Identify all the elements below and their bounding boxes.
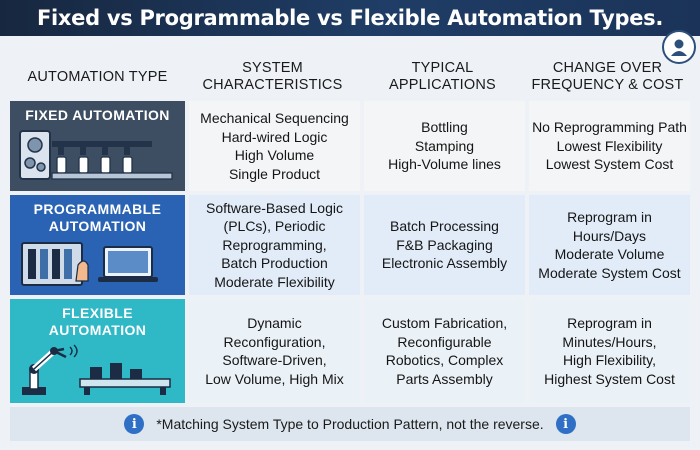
user-icon — [662, 30, 696, 64]
row-label-programmable: PROGRAMMABLE AUTOMATION — [10, 195, 185, 295]
header-automation-type: AUTOMATION TYPE — [27, 68, 168, 85]
row-label-text: FIXED AUTOMATION — [25, 107, 170, 123]
table-row-flexible: FLEXIBLE AUTOMATION Dynamic Reconfigurat… — [10, 299, 690, 403]
header-change-over: CHANGE OVER FREQUENCY & COST — [531, 60, 684, 93]
robot-arm-icon — [22, 344, 171, 395]
row-label-fixed: FIXED AUTOMATION — [10, 101, 185, 191]
title-bar: Fixed vs Programmable vs Flexible Automa… — [0, 0, 700, 36]
plc-laptop-icon — [21, 242, 158, 286]
cell-characteristics: Dynamic Reconfiguration, Software-Driven… — [185, 299, 360, 403]
footer-note: i *Matching System Type to Production Pa… — [10, 407, 690, 441]
cell-change-over: Reprogram in Hours/Days Moderate Volume … — [525, 195, 690, 295]
info-icon: i — [124, 414, 145, 434]
info-icon: i — [555, 414, 576, 434]
cell-characteristics: Software-Based Logic (PLCs), Periodic Re… — [185, 195, 360, 295]
page-title: Fixed vs Programmable vs Flexible Automa… — [36, 6, 664, 30]
cell-applications: Bottling Stamping High-Volume lines — [360, 101, 525, 191]
row-label-flexible: FLEXIBLE AUTOMATION — [10, 299, 185, 403]
header-applications: TYPICAL APPLICATIONS — [389, 60, 496, 93]
row-label-text: PROGRAMMABLE AUTOMATION — [33, 201, 162, 234]
header-characteristics: SYSTEM CHARACTERISTICS — [202, 60, 343, 93]
cell-applications: Custom Fabrication, Reconfigurable Robot… — [360, 299, 525, 403]
footer-text: *Matching System Type to Production Patt… — [156, 416, 544, 432]
table-header: AUTOMATION TYPE SYSTEM CHARACTERISTICS T… — [10, 56, 690, 98]
bottling-machine-icon — [19, 130, 173, 180]
row-label-text: FLEXIBLE AUTOMATION — [48, 305, 147, 338]
cell-characteristics: Mechanical Sequencing Hard-wired Logic H… — [185, 101, 360, 191]
table-row-programmable: PROGRAMMABLE AUTOMATION Software-Based L… — [10, 195, 690, 295]
cell-change-over: Reprogram in Minutes/Hours, High Flexibi… — [525, 299, 690, 403]
cell-applications: Batch Processing F&B Packaging Electroni… — [360, 195, 525, 295]
table-row-fixed: FIXED AUTOMATION Mechanical Sequencing H… — [10, 101, 690, 191]
cell-change-over: No Reprogramming Path Lowest Flexibility… — [525, 101, 690, 191]
